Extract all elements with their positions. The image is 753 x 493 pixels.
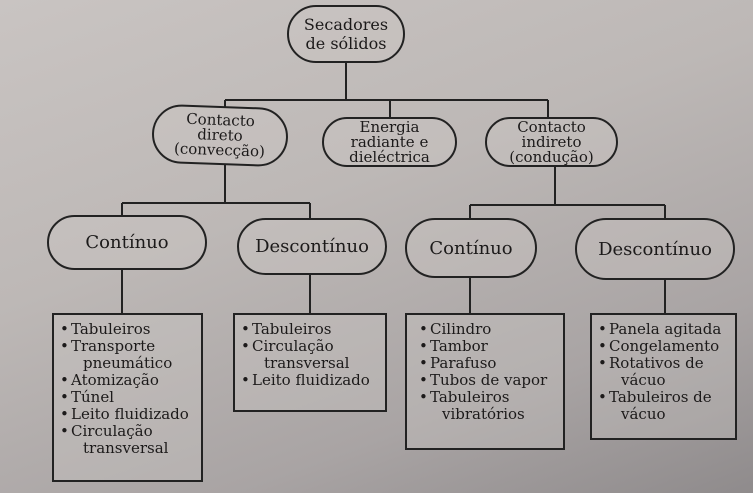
list-item-text: Transporte (71, 337, 156, 355)
list-item-text: Cilindro (430, 320, 492, 338)
list-item: Panela agitada (598, 320, 729, 339)
list-item-text: Leito fluidizado (71, 405, 189, 423)
root-label-line: Secadores (303, 15, 389, 34)
node-label: Contínuo (85, 232, 169, 253)
list-indirect-continuous: CilindroTamborParafusoTubos de vaporTabu… (405, 313, 565, 450)
list-item-text: Atomização (71, 371, 159, 389)
list-item-text: Tabuleiros (252, 320, 332, 338)
list-item-text: transversal (83, 439, 169, 457)
list-item-text: Leito fluidizado (252, 371, 370, 389)
list-item: Cilindro (419, 320, 557, 339)
list-item: Tabuleiros (60, 320, 195, 339)
node-label: (condução) (509, 147, 594, 166)
list-item-text: vácuo (621, 405, 666, 423)
node-label: Descontínuo (255, 236, 369, 257)
list-item: Leito fluidizado (241, 371, 379, 390)
node-label: Energia (359, 117, 420, 136)
list-item: Parafuso (419, 354, 557, 373)
node-label: dieléctrica (349, 147, 430, 166)
list-item-text: Túnel (71, 388, 115, 406)
list-item-text: Tabuleiros (71, 320, 151, 338)
list-item-text: Panela agitada (609, 320, 722, 338)
list-item-text: Tabuleiros (430, 388, 510, 406)
node-label: (convecção) (173, 139, 266, 161)
list-item-text: Tambor (430, 337, 488, 355)
list-item-text: vácuo (621, 371, 666, 389)
list-item-text: Rotativos de (609, 354, 704, 372)
list-item: Congelamento (598, 337, 729, 356)
list-item: Túnel (60, 388, 195, 407)
list-item-text: Circulação (252, 337, 334, 355)
node-direct-continuous: Contínuo (47, 215, 207, 270)
list-item: Atomização (60, 371, 195, 390)
root-node: Secadores de sólidos (287, 5, 405, 63)
list-item-text: Parafuso (430, 354, 497, 372)
root-label-line: de sólidos (305, 34, 387, 53)
node-indirect-continuous: Contínuo (405, 218, 537, 278)
node-radiant-dielectric: Energia radiante e dieléctrica (322, 117, 457, 167)
list-item: Tambor (419, 337, 557, 356)
list-item-text: transversal (264, 354, 350, 372)
list-item-text: vibratórios (442, 405, 525, 423)
node-label: Contínuo (429, 237, 513, 259)
node-label: indireto (521, 132, 582, 151)
list-direct-discontinuous: TabuleirosCirculaçãotransversalLeito flu… (233, 313, 387, 412)
node-indirect-discontinuous: Descontínuo (575, 218, 735, 280)
node-indirect-contact: Contacto indireto (condução) (485, 117, 618, 167)
node-label: Contacto (517, 117, 586, 136)
node-direct-contact: Contacto direto (convecção) (151, 103, 289, 168)
node-label: Descontínuo (598, 238, 712, 260)
list-item-text: pneumático (83, 354, 173, 372)
list-item: Tabuleiros (241, 320, 379, 339)
list-item: Tubos de vapor (419, 371, 557, 390)
list-item-text: Circulação (71, 422, 153, 440)
list-direct-continuous: TabuleirosTransportepneumáticoAtomização… (52, 313, 203, 482)
node-label: radiante e (350, 132, 429, 151)
list-item-text: Congelamento (609, 337, 720, 355)
list-item-text: Tabuleiros de (609, 388, 712, 406)
node-direct-discontinuous: Descontínuo (237, 218, 387, 275)
list-item: Leito fluidizado (60, 405, 195, 424)
list-indirect-discontinuous: Panela agitadaCongelamentoRotativos devá… (590, 313, 737, 440)
list-item-text: Tubos de vapor (430, 371, 548, 389)
